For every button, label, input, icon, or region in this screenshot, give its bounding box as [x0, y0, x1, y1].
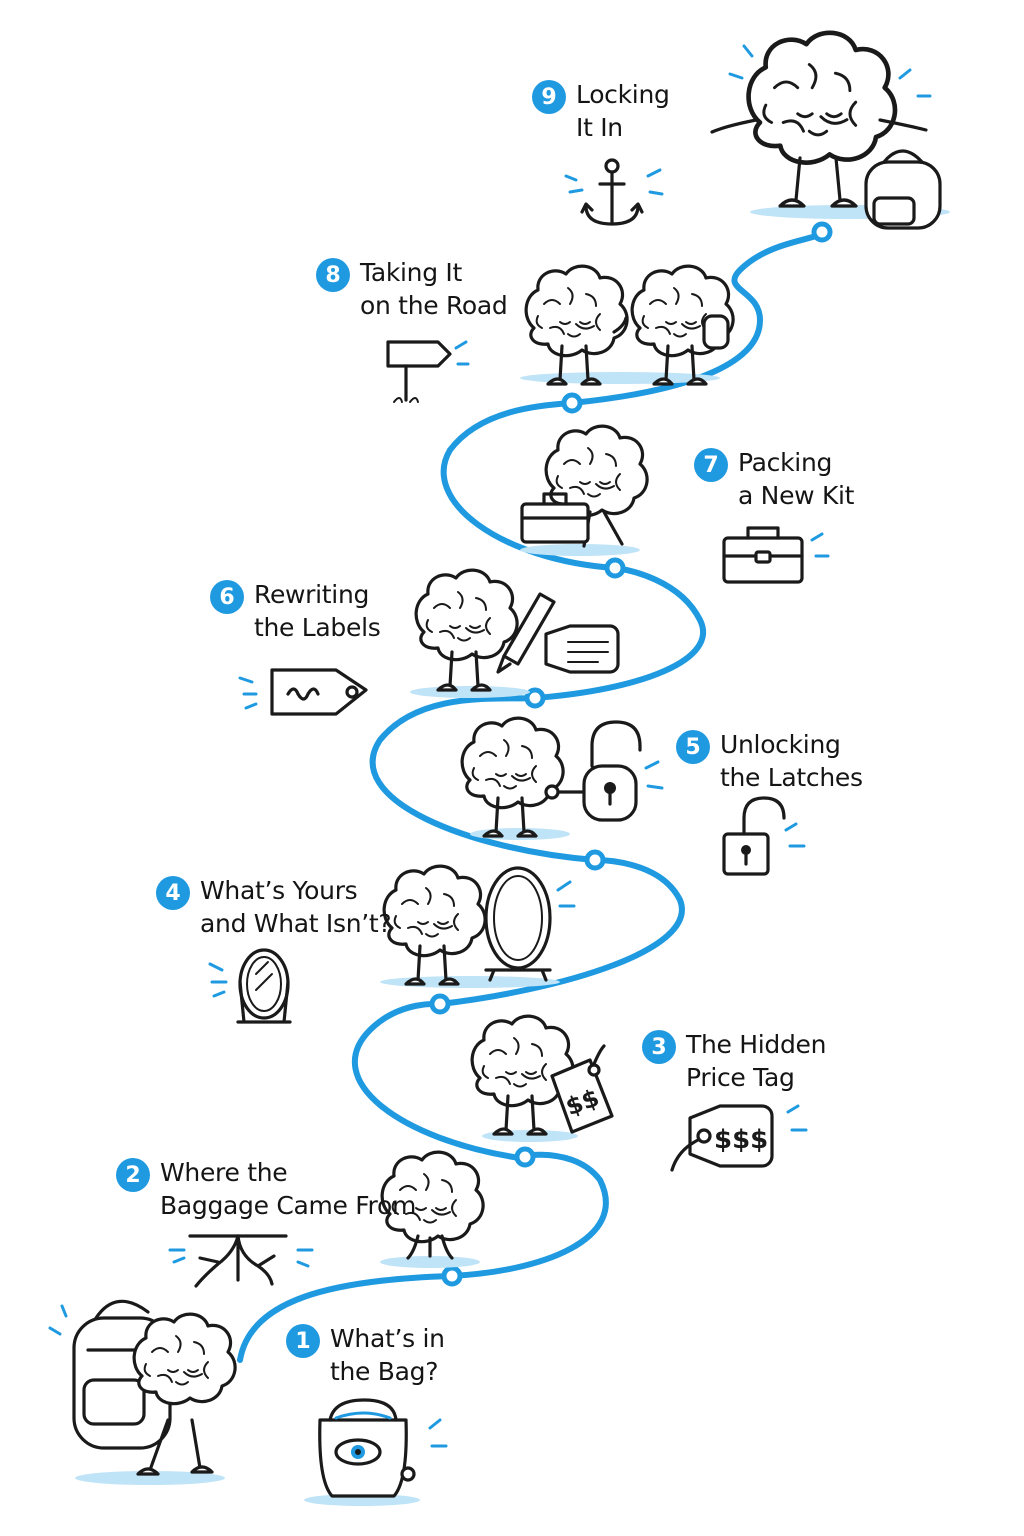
brain-writing-label	[410, 568, 620, 698]
step-9-label: Locking It In	[576, 80, 670, 142]
open-padlock-icon	[722, 796, 806, 876]
brain-celebrating	[710, 33, 950, 230]
step-7-number: 7	[694, 448, 728, 482]
step-3: 3 The Hidden Price Tag	[642, 1028, 826, 1094]
step-7-label: Packing a New Kit	[738, 448, 855, 510]
step-6-number: 6	[210, 580, 244, 614]
step-7: 7 Packing a New Kit	[694, 446, 854, 512]
brain-unlocking-padlock	[460, 716, 664, 840]
step-6-label: Rewriting the Labels	[254, 580, 381, 642]
brain-with-mirror	[380, 864, 576, 988]
step-4: 4 What’s Yours and What Isn’t?	[156, 874, 392, 940]
step-4-number: 4	[156, 876, 190, 910]
brain-carrying-toolbox	[520, 424, 649, 556]
step-8-label: Taking It on the Road	[360, 258, 508, 320]
price-tag-text: $$$	[714, 1125, 768, 1155]
step-8: 8 Taking It on the Road	[316, 256, 508, 322]
step-6: 6 Rewriting the Labels	[210, 578, 381, 644]
path-markers	[429, 221, 833, 1287]
step-3-label: The Hidden Price Tag	[686, 1030, 827, 1092]
step-5-number: 5	[676, 730, 710, 764]
step-9: 9 Locking It In	[532, 78, 670, 144]
label-tag-icon	[238, 668, 368, 716]
step-1-label: What’s in the Bag?	[330, 1324, 445, 1386]
step-1-number: 1	[286, 1324, 320, 1358]
mirror-icon	[208, 948, 292, 1024]
bag-with-eye-icon	[304, 1398, 448, 1506]
step-2-number: 2	[116, 1158, 150, 1192]
step-9-number: 9	[532, 80, 566, 114]
anchor-icon	[564, 158, 664, 226]
step-1: 1 What’s in the Bag?	[286, 1322, 445, 1388]
step-3-number: 3	[642, 1030, 676, 1064]
brain-with-backpack	[48, 1299, 237, 1485]
brain-rooted	[380, 1150, 485, 1268]
step-5-label: Unlocking the Latches	[720, 730, 863, 792]
step-2-label: Where the Baggage Came From	[160, 1158, 417, 1220]
brains-on-the-road	[520, 264, 735, 386]
step-2: 2 Where the Baggage Came From	[116, 1156, 416, 1222]
step-8-number: 8	[316, 258, 350, 292]
toolbox-icon	[722, 526, 830, 584]
step-4-label: What’s Yours and What Isn’t?	[200, 876, 392, 938]
brain-with-price-tag: $$	[470, 1014, 614, 1142]
roots-icon	[168, 1234, 314, 1288]
price-tag-icon: $$$	[670, 1104, 808, 1172]
step-5: 5 Unlocking the Latches	[676, 728, 863, 794]
signpost-icon	[386, 340, 470, 403]
